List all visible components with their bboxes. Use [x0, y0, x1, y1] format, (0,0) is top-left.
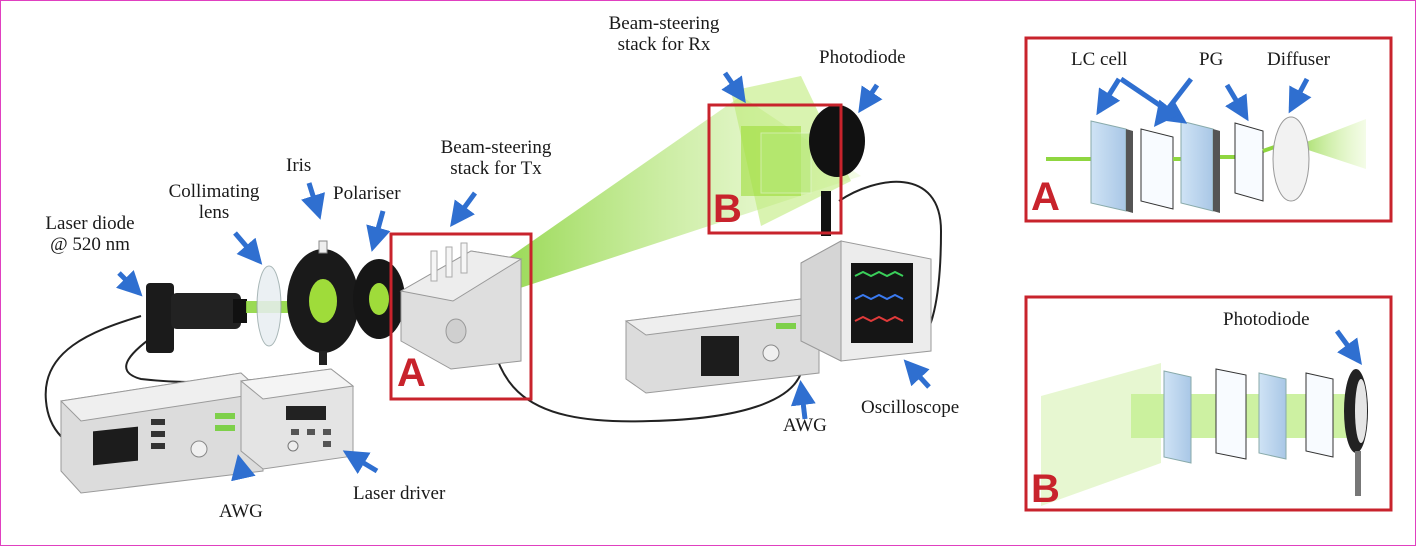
inset-a-diffuser	[1272, 116, 1310, 202]
inset-a-label-lc-cell: LC cell	[1071, 49, 1128, 70]
inset-a-label-diffuser: Diffuser	[1267, 49, 1330, 70]
collimating-lens	[256, 265, 282, 347]
laser-diode-device	[146, 283, 247, 353]
rx-stack-device	[741, 105, 865, 236]
label-collimating-line2: lens	[198, 202, 230, 223]
label-awg-left: AWG	[219, 501, 263, 522]
iris-device	[287, 240, 359, 365]
label-tx-stack: Beam-steering stack for Tx	[421, 137, 571, 179]
inset-a-lc-cell-1	[1090, 120, 1133, 213]
label-awg-right: AWG	[783, 415, 827, 436]
tx-stack-device	[399, 242, 523, 370]
inset-a-lc-cell-2	[1180, 120, 1220, 213]
laser-driver-device	[239, 368, 355, 470]
box-a-outline	[389, 232, 533, 401]
label-oscilloscope: Oscilloscope	[861, 397, 960, 418]
label-rx-stack-line1: Beam-steering	[608, 13, 720, 34]
inset-a-pg-1	[1140, 128, 1174, 210]
inset-b-letter: B	[1031, 467, 1060, 511]
awg-right-device	[624, 298, 821, 394]
label-rx-stack: Beam-steering stack for Rx	[589, 13, 739, 55]
label-polariser: Polariser	[333, 183, 401, 204]
inset-b	[1024, 295, 1393, 512]
photodiode-head	[809, 105, 865, 177]
inset-a-pg-2	[1234, 122, 1264, 202]
label-photodiode: Photodiode	[819, 47, 906, 68]
label-laser-diode-line1: Laser diode	[45, 213, 135, 234]
label-rx-stack-line2: stack for Rx	[617, 34, 711, 55]
inset-a-label-pg: PG	[1199, 49, 1224, 70]
pointer-arrows	[116, 71, 931, 482]
label-tx-stack-line2: stack for Tx	[450, 158, 542, 179]
label-iris: Iris	[286, 155, 312, 176]
inset-a-letter: A	[1031, 175, 1060, 219]
box-a-letter: A	[397, 351, 426, 395]
label-tx-stack-line1: Beam-steering	[440, 137, 552, 158]
label-laser-driver: Laser driver	[353, 483, 446, 504]
label-laser-diode-line2: @ 520 nm	[50, 234, 130, 255]
inset-a	[1024, 36, 1393, 223]
awg-left-device	[59, 372, 265, 494]
box-b-letter: B	[713, 187, 742, 231]
label-collimating-lens: Collimating lens	[149, 181, 279, 223]
label-laser-diode: Laser diode @ 520 nm	[25, 213, 155, 255]
oscilloscope-device	[800, 240, 932, 362]
label-collimating-line1: Collimating	[168, 181, 260, 202]
polariser-device	[353, 259, 405, 339]
inset-arrows	[1096, 76, 1362, 366]
inset-b-label-photodiode: Photodiode	[1223, 309, 1310, 330]
box-b-outline	[707, 103, 843, 235]
